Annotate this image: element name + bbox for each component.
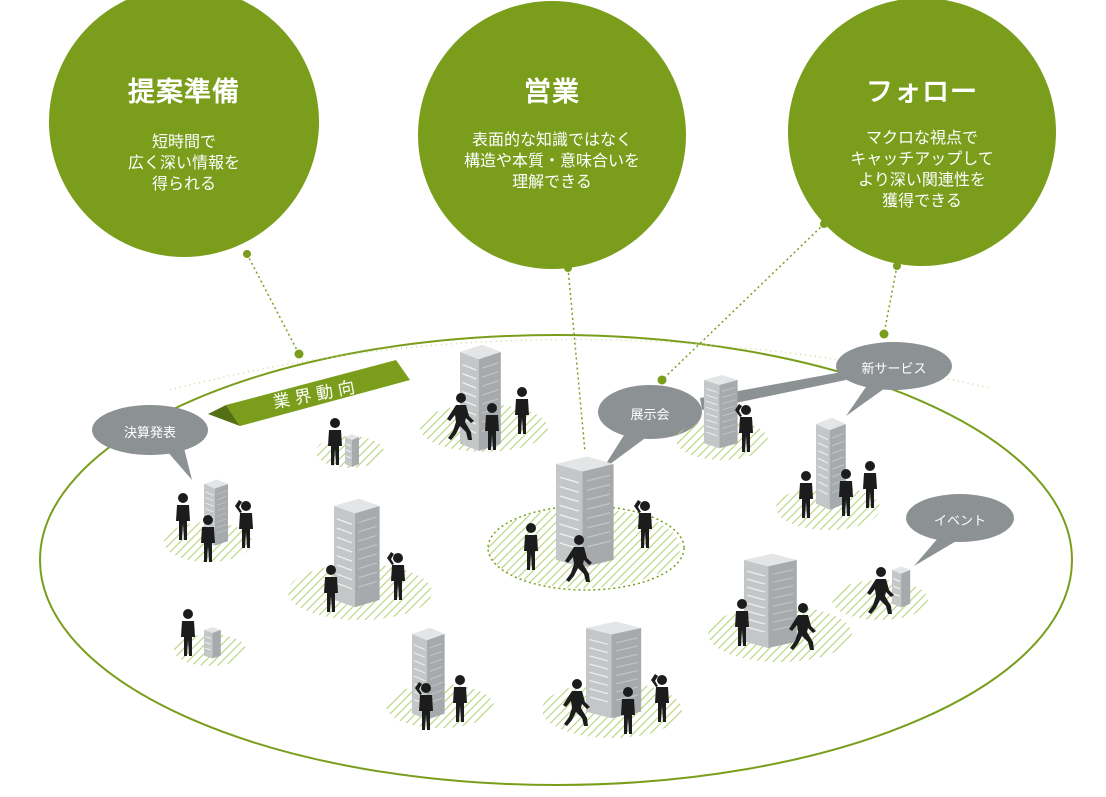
event-bubble-label: イベント [933, 514, 986, 529]
ecosystem-ring [39, 334, 1073, 786]
phase-title: 営業 [524, 77, 580, 108]
phase-circles [49, 0, 1056, 269]
phase-line: 構造や本質・意味合いを [463, 151, 640, 170]
phase-line: キャッチアップして [850, 149, 994, 168]
phase-prep: 提案準備 短時間で 広く深い情報を 得られる [64, 70, 304, 194]
phase-title: フォロー [866, 77, 978, 108]
phase-follow: フォロー マクロな視点で キャッチアップして より深い関連性を 獲得できる [792, 70, 1052, 211]
building-islands [164, 404, 928, 738]
phase-line: 広く深い情報を [127, 153, 240, 172]
phase-line: 短時間で [151, 132, 216, 151]
phase-line: 表面的な知識ではなく [471, 130, 632, 149]
settlement-bubble-label: 決算発表 [123, 426, 176, 441]
industry-trend-banner [208, 360, 410, 426]
phase-line: 得られる [151, 174, 216, 193]
phase-line: マクロな視点で [865, 128, 978, 147]
new-service-bubble-label: 新サービス [861, 362, 927, 377]
phase-line: 獲得できる [882, 191, 962, 210]
phase-line: 理解できる [512, 172, 592, 191]
phase-title: 提案準備 [128, 77, 240, 108]
exhibition-bubble-label: 展示会 [630, 408, 670, 423]
phase-line: より深い関連性を [858, 170, 986, 189]
phase-sales: 営業 表面的な知識ではなく 構造や本質・意味合いを 理解できる [422, 70, 682, 192]
speech-bubbles [92, 342, 1014, 566]
